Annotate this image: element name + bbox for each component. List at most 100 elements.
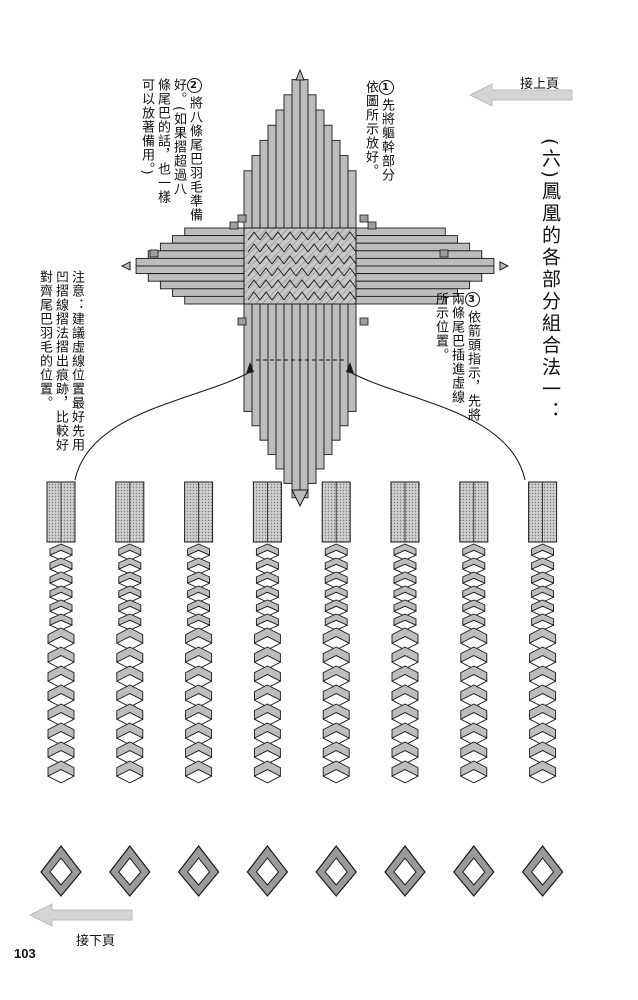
woven-mark (271, 267, 285, 277)
woven-mark (331, 231, 345, 241)
body-step-tab (359, 317, 369, 326)
woven-mark (283, 267, 297, 277)
tail-segment (322, 722, 350, 739)
woven-mark (259, 267, 273, 277)
tail-segment (253, 646, 281, 663)
tail-segment (116, 722, 144, 739)
woven-mark (343, 255, 357, 265)
tail-segment (47, 627, 75, 644)
body-woven-center (243, 227, 357, 305)
woven-mark (247, 255, 261, 265)
tail-segment (460, 627, 488, 644)
tail-segment (322, 760, 350, 777)
woven-mark (343, 231, 357, 241)
tail-segment (116, 627, 144, 644)
tail-segment (187, 543, 211, 556)
tail-feather (246, 481, 289, 897)
woven-mark (259, 243, 273, 253)
tail-segment (391, 665, 419, 682)
step-3-line-2: 兩條尾巴插進虛線 (449, 292, 464, 404)
tail-segment (118, 543, 142, 556)
step-3-text: 3依箭頭指示，先將 兩條尾巴插進虛線 所示位置。 (432, 292, 480, 442)
tail-segment (255, 599, 279, 612)
tail-segment (185, 684, 213, 701)
body-bottom-tip (291, 489, 309, 508)
step-2-text: 2將八條尾巴羽毛準備 好。(如果摺超過八 條尾巴的話，也一樣 可以放著備用。) (138, 78, 202, 238)
tail-segment (391, 684, 419, 701)
woven-mark (307, 279, 321, 289)
tail-segment-edge (460, 775, 488, 784)
tail-segment (255, 557, 279, 570)
tail-segment (118, 557, 142, 570)
tail-segment (531, 599, 555, 612)
tail-segment (116, 646, 144, 663)
body-step-tab (359, 214, 369, 223)
tail-segment (324, 557, 348, 570)
step-3-number: 3 (464, 292, 480, 307)
tail-segment (47, 646, 75, 663)
step-2-number: 2 (186, 78, 202, 93)
woven-mark (331, 255, 345, 265)
woven-mark (319, 243, 333, 253)
prev-page-label[interactable]: 接上頁 (520, 77, 560, 92)
tail-segment (118, 613, 142, 626)
tail-segment (185, 760, 213, 777)
tail-feather (109, 481, 151, 897)
insert-guides (74, 362, 526, 481)
tail-segment (460, 722, 488, 739)
woven-mark (271, 291, 285, 301)
tail-feathers (40, 481, 564, 897)
tail-segment (529, 646, 557, 663)
step-1-line-1: 先將軀幹部分 (379, 98, 394, 182)
step-2-line-2: 好。(如果摺超過八 (171, 78, 186, 197)
note-text: 注意：建議虛線位置最好先用 凹摺線摺法摺出痕跡，比較好 對齊尾巴羽毛的位置。 (36, 270, 84, 470)
tail-segment (255, 613, 279, 626)
woven-mark (319, 279, 333, 289)
tail-segment (49, 557, 73, 570)
woven-mark (271, 243, 285, 253)
tail-segment (460, 703, 488, 720)
woven-mark (295, 231, 309, 241)
tail-segment (324, 571, 348, 584)
tail-diamond-inner (530, 857, 555, 886)
tail-segment (460, 684, 488, 701)
woven-mark (331, 243, 345, 253)
step-1-text: 1先將軀幹部分 依圖所示放好。 (362, 80, 394, 220)
tail-segment (460, 741, 488, 758)
next-page-label[interactable]: 接下頁 (76, 934, 116, 949)
woven-mark (283, 255, 297, 265)
tail-segment (185, 722, 213, 739)
tail-feather (521, 481, 564, 897)
tail-segment (324, 599, 348, 612)
tail-segment (529, 741, 557, 758)
woven-mark (271, 279, 285, 289)
step-1-number: 1 (378, 80, 394, 95)
guide-curve-right (349, 371, 526, 481)
tail-segment (187, 585, 211, 598)
woven-mark (283, 243, 297, 253)
woven-mark (259, 279, 273, 289)
tail-segment (322, 703, 350, 720)
tail-segment (529, 722, 557, 739)
step-2-line-3: 條尾巴的話，也一樣 (155, 78, 170, 204)
tail-segment (529, 684, 557, 701)
tail-segment (118, 599, 142, 612)
tail-segment (116, 760, 144, 777)
tail-segment (529, 665, 557, 682)
woven-mark (319, 255, 333, 265)
woven-mark (247, 267, 261, 277)
tail-segment-edge (391, 775, 419, 784)
tail-segment (460, 760, 488, 777)
woven-mark (247, 279, 261, 289)
tail-segment (49, 571, 73, 584)
tail-diamond-inner (462, 857, 486, 886)
tail-segment (322, 665, 350, 682)
woven-mark (283, 279, 297, 289)
tail-segment-edge (529, 775, 556, 784)
guide-curve-left (74, 371, 251, 481)
woven-mark (295, 243, 309, 253)
section-title: (六)鳳凰的各部分組合法一： (539, 138, 561, 423)
woven-mark (247, 231, 261, 241)
tail-segment-edge (322, 775, 350, 784)
